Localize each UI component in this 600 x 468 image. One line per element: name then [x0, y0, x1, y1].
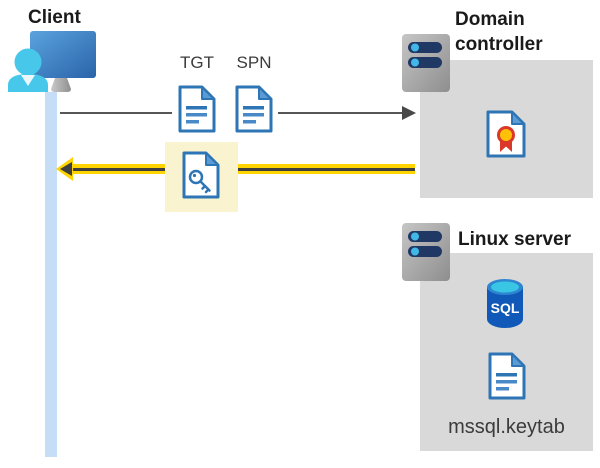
tgt-label: TGT — [180, 53, 214, 72]
keytab-document-icon — [488, 352, 526, 400]
response-arrow-stripe — [70, 164, 415, 168]
response-arrow-stripe — [70, 170, 415, 174]
key-document-icon — [182, 151, 220, 199]
client-lifeline-bar — [45, 92, 57, 457]
tgt-document-icon — [178, 85, 216, 133]
spn-document-icon — [235, 85, 273, 133]
response-arrow-head-icon — [60, 162, 72, 176]
client-title: Client — [28, 7, 81, 28]
spn-label: SPN — [236, 53, 272, 72]
user-workstation-icon — [8, 31, 96, 92]
domain-controller-title: Domain controller — [455, 9, 543, 55]
response-arrow-line — [70, 164, 415, 174]
response-arrow-stripe — [70, 167, 415, 171]
sql-badge-text: SQL — [491, 300, 520, 316]
sql-database-icon: SQL — [487, 279, 523, 328]
keytab-filename: mssql.keytab — [448, 416, 565, 438]
linux-server-icon — [402, 223, 450, 281]
certificate-icon — [486, 110, 526, 158]
request-arrow-head-icon — [402, 106, 416, 120]
linux-server-title: Linux server — [458, 229, 571, 250]
domain-controller-server-icon — [402, 34, 450, 92]
